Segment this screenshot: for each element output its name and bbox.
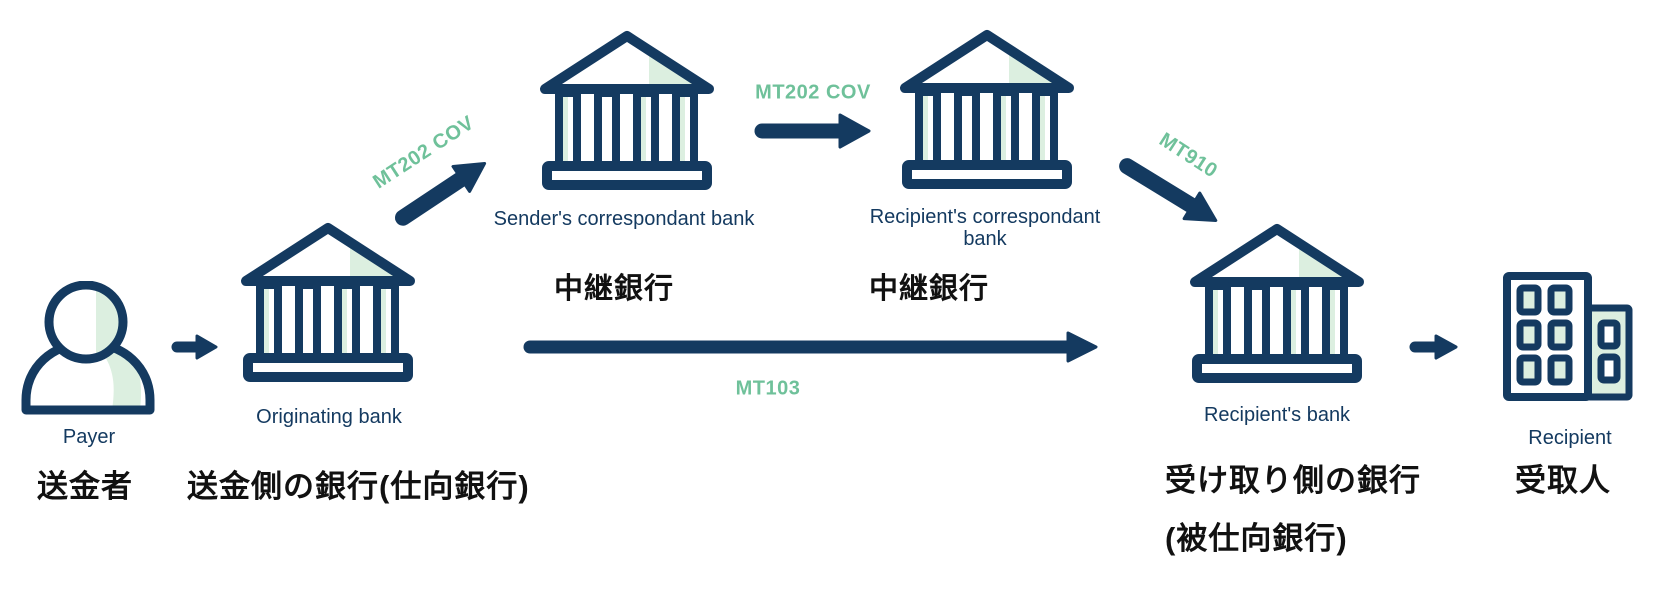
recipients-correspondent-bank-label: Recipient's correspondant bank bbox=[869, 206, 1101, 250]
payer-jp-label: 送金者 bbox=[37, 469, 133, 504]
mt103-label: MT103 bbox=[735, 377, 801, 400]
mt202-cov-leg1-label: MT202 COV bbox=[369, 111, 479, 194]
mt910-label: MT910 bbox=[1155, 128, 1222, 183]
recipients-bank-jp-label-line1: 受け取り側の銀行 bbox=[1165, 463, 1421, 498]
bank-icon bbox=[1190, 224, 1364, 383]
arrow-payer-to-originating-bank bbox=[171, 334, 218, 360]
originating-bank-jp-label: 送金側の銀行(仕向銀行) bbox=[187, 469, 530, 504]
arrow-mt103 bbox=[523, 331, 1098, 363]
arrow-bank-to-recipient bbox=[1409, 334, 1458, 360]
senders-correspondent-bank-jp-label: 中継銀行 bbox=[553, 273, 675, 305]
originating-bank-label: Originating bank bbox=[256, 406, 402, 428]
arrow-mt202-leg2 bbox=[754, 113, 871, 149]
office-building-icon bbox=[1503, 272, 1633, 401]
bank-icon bbox=[900, 30, 1074, 189]
bank-icon bbox=[540, 31, 714, 190]
recipient-label: Recipient bbox=[1528, 427, 1612, 449]
mt202-cov-leg2-label: MT202 COV bbox=[755, 81, 871, 104]
senders-correspondent-bank-label: Sender's correspondant bank bbox=[493, 208, 755, 230]
person-icon bbox=[21, 281, 155, 415]
recipients-bank-label: Recipient's bank bbox=[1203, 404, 1351, 426]
payer-label: Payer bbox=[62, 426, 116, 448]
bank-icon bbox=[241, 223, 415, 382]
recipients-bank-jp-label-line2: (被仕向銀行) bbox=[1165, 521, 1348, 556]
recipient-jp-label: 受取人 bbox=[1515, 463, 1611, 498]
recipients-correspondent-bank-jp-label: 中継銀行 bbox=[868, 273, 990, 305]
